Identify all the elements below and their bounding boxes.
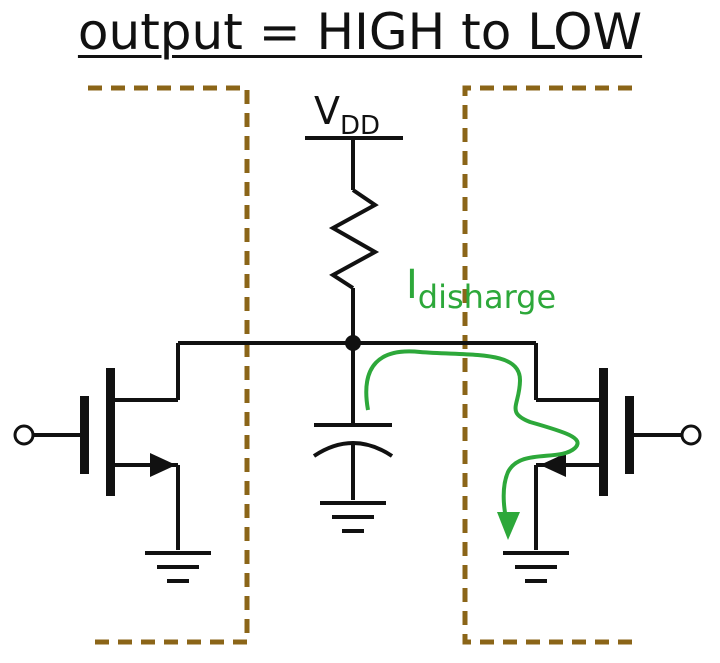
vdd-label: VDD	[314, 89, 380, 141]
discharge-current-path	[364, 349, 580, 531]
right-nmos-gate	[625, 396, 634, 474]
left-nmos-gate	[80, 396, 89, 474]
nmos-transistor-icon	[534, 343, 682, 550]
ground-icon	[145, 551, 211, 583]
discharge-arrowhead	[497, 512, 520, 540]
open-circle-terminal-icon	[680, 424, 702, 446]
curved-capacitor-icon	[312, 343, 394, 500]
vdd-rail	[305, 136, 403, 190]
page-title: output = HIGH to LOW	[77, 3, 643, 61]
zigzag-resistor-icon	[328, 188, 380, 343]
discharge-current-label: Idisharge	[406, 262, 556, 316]
right-nmos-channel	[599, 368, 608, 496]
open-circle-terminal-icon	[13, 424, 35, 446]
right-nmos-arrow	[540, 453, 566, 477]
ground-icon	[320, 501, 386, 533]
left-gate-boundary	[88, 85, 250, 645]
ground-icon	[503, 551, 569, 583]
left-nmos-channel	[106, 368, 115, 496]
right-gate-boundary	[462, 85, 632, 645]
left-nmos-arrow	[150, 453, 176, 477]
